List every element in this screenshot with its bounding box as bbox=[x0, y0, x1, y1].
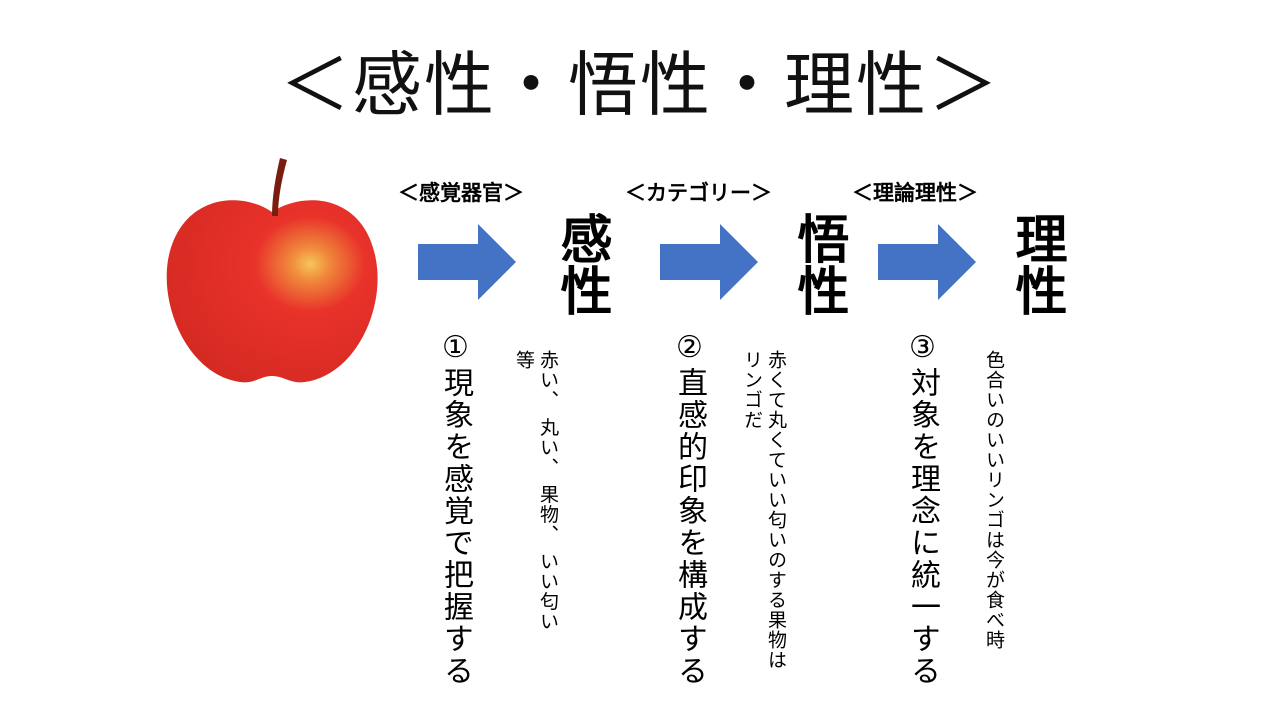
step-2-text: ②直感的印象を構成する bbox=[672, 330, 707, 687]
apple-icon bbox=[166, 158, 378, 383]
page-title: ＜感性・悟性・理性＞ bbox=[280, 44, 1000, 126]
arrow-right-icon bbox=[418, 224, 516, 300]
example-3-text: 色合いのいいリンゴは今が食べ時 bbox=[983, 350, 1005, 650]
arrow-right-icon bbox=[878, 224, 976, 300]
example-1-text: 赤い、 丸い、 果物、 いい匂い等 bbox=[513, 350, 559, 632]
result-reason: 理性 bbox=[1006, 212, 1066, 316]
stage-label-category: ＜カテゴリー＞ bbox=[625, 181, 772, 205]
arrow-right-icon bbox=[660, 224, 758, 300]
step-3-text: ③対象を理念に統一する bbox=[905, 330, 940, 687]
stage-label-theoretical-reason: ＜理論理性＞ bbox=[852, 181, 978, 205]
result-sensibility: 感性 bbox=[551, 212, 611, 316]
step-1-text: ①現象を感覚で把握する bbox=[438, 330, 473, 687]
apple-body bbox=[166, 200, 378, 383]
stage-label-sensory-organs: ＜感覚器官＞ bbox=[398, 181, 524, 205]
apple-stem bbox=[272, 158, 287, 216]
result-understanding: 悟性 bbox=[788, 212, 848, 316]
example-2-text: 赤くて丸くていい匂いのする果物はリンゴだ bbox=[741, 350, 787, 670]
